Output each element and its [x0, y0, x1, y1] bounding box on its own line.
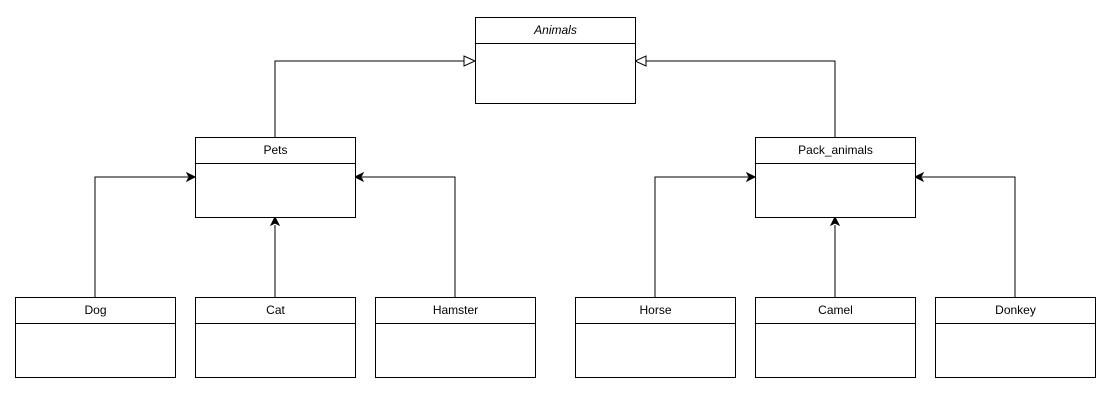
- edge-dog-to-pets: [94, 171, 197, 297]
- class-hamster[interactable]: Hamster: [375, 297, 536, 378]
- class-pack-animals[interactable]: Pack_animals: [755, 137, 916, 218]
- class-pets-name: Pets: [263, 143, 287, 157]
- class-horse[interactable]: Horse: [575, 297, 736, 378]
- class-animals-name: Animals: [533, 23, 577, 37]
- edge-horse-to-pack-animals: [654, 171, 757, 297]
- class-camel[interactable]: Camel: [755, 297, 916, 378]
- class-horse-name: Horse: [639, 303, 671, 317]
- edge-donkey-to-pack-animals: [913, 171, 1016, 297]
- class-cat[interactable]: Cat: [195, 297, 356, 378]
- class-cat-name: Cat: [266, 303, 285, 317]
- class-hamster-name: Hamster: [433, 303, 478, 317]
- class-pack-animals-name: Pack_animals: [798, 143, 873, 157]
- edge-camel-to-pack-animals: [829, 215, 841, 297]
- edge-pets-to-animals: [274, 55, 477, 137]
- class-dog[interactable]: Dog: [15, 297, 176, 378]
- class-pets[interactable]: Pets: [195, 137, 356, 218]
- edge-pack-animals-to-animals: [633, 55, 836, 137]
- class-camel-name: Camel: [818, 303, 853, 317]
- class-dog-name: Dog: [84, 303, 106, 317]
- class-donkey[interactable]: Donkey: [935, 297, 1096, 378]
- edge-cat-to-pets: [269, 215, 281, 297]
- class-animals[interactable]: Animals: [475, 17, 636, 104]
- class-donkey-name: Donkey: [995, 303, 1036, 317]
- edge-hamster-to-pets: [353, 171, 456, 297]
